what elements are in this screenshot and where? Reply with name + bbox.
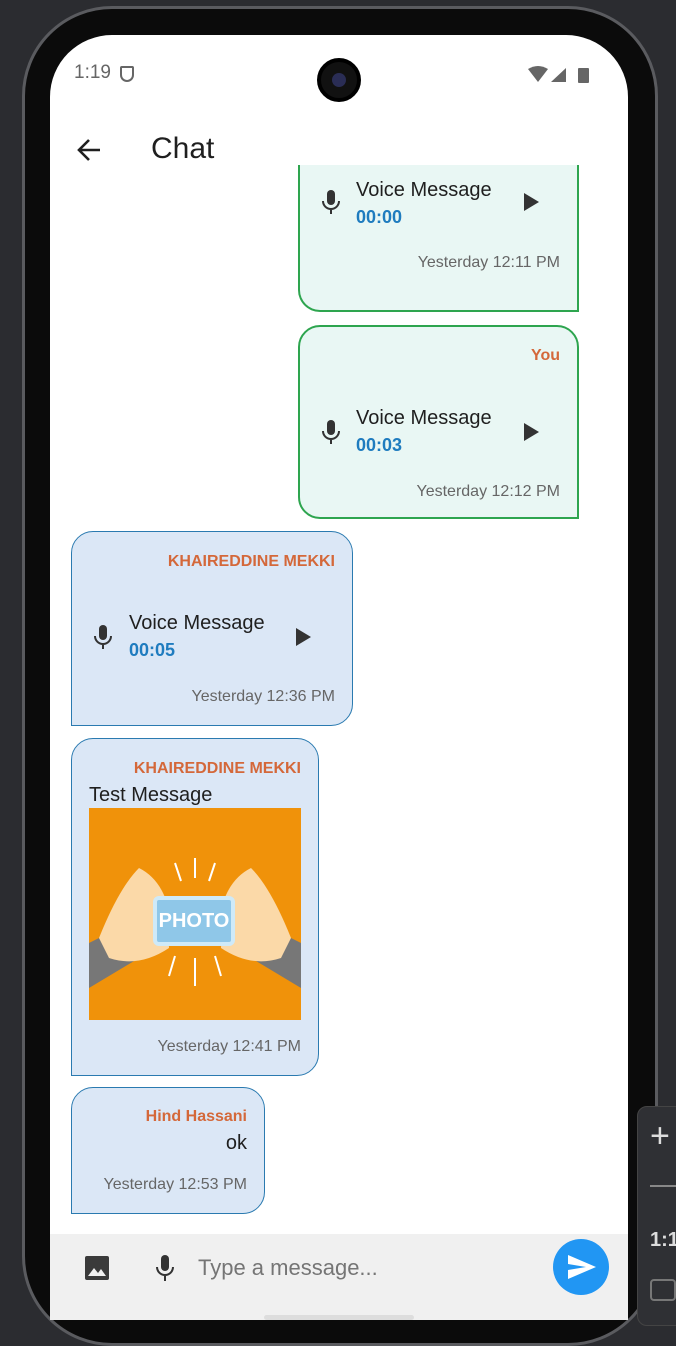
fit-screen-icon[interactable] [650, 1279, 676, 1301]
play-icon[interactable] [522, 192, 540, 212]
message-timestamp: Yesterday 12:41 PM [157, 1038, 302, 1055]
zoom-in-icon[interactable]: + [650, 1117, 670, 1155]
message-bubble: Voice Message 00:00 Yesterday 12:11 PM [298, 165, 579, 312]
signal-icon [551, 68, 566, 82]
message-bubble: KHAIREDDINE MEKKI Voice Message 00:05 Ye… [71, 531, 353, 726]
image-icon[interactable] [84, 1255, 110, 1281]
page-title: Chat [151, 132, 215, 165]
sender-name: Hind Hassani [145, 1108, 247, 1125]
shield-icon [120, 66, 134, 82]
message-image[interactable]: PHOTO [89, 808, 301, 1020]
app-screen: 1:19 Chat Voice Message 00:00 Yesterday … [50, 35, 628, 1320]
message-bubble: You Voice Message 00:03 Yesterday 12:12 … [298, 325, 579, 519]
microphone-icon[interactable] [154, 1254, 176, 1282]
zoom-out-icon[interactable] [650, 1185, 676, 1187]
send-button[interactable] [553, 1239, 609, 1295]
status-time: 1:19 [74, 62, 111, 83]
message-input[interactable] [198, 1252, 538, 1284]
emulator-toolbar: + 1:1 [637, 1106, 676, 1326]
play-icon[interactable] [294, 627, 312, 647]
message-timestamp: Yesterday 12:11 PM [417, 254, 560, 271]
send-icon [568, 1255, 596, 1279]
voice-duration: 00:05 [129, 640, 176, 660]
message-bubble: Hind Hassani ok Yesterday 12:53 PM [71, 1087, 265, 1214]
message-input-bar [50, 1234, 628, 1320]
zoom-actual-size-button[interactable]: 1:1 [650, 1229, 676, 1251]
sender-name: KHAIREDDINE MEKKI [133, 760, 301, 777]
voice-message-label: Voice Message [356, 179, 492, 201]
message-text: ok [225, 1132, 247, 1154]
photo-label: PHOTO [153, 896, 235, 946]
message-text: Test Message [89, 784, 213, 806]
voice-duration: 00:03 [356, 435, 403, 455]
message-timestamp: Yesterday 12:53 PM [103, 1176, 248, 1193]
microphone-icon [322, 190, 340, 214]
sender-name: You [530, 347, 560, 364]
message-timestamp: Yesterday 12:36 PM [191, 688, 336, 705]
message-timestamp: Yesterday 12:12 PM [416, 483, 561, 500]
microphone-icon [322, 420, 340, 444]
message-bubble: KHAIREDDINE MEKKI Test Message PHOTO Yes… [71, 738, 319, 1076]
photo-illustration [89, 858, 301, 988]
voice-duration: 00:00 [356, 207, 403, 227]
camera-cutout [317, 58, 361, 102]
status-icons [528, 66, 589, 83]
voice-message-label: Voice Message [356, 407, 492, 429]
sender-name: KHAIREDDINE MEKKI [167, 553, 335, 570]
back-arrow-icon[interactable] [76, 137, 102, 163]
microphone-icon [94, 625, 112, 649]
wifi-icon [528, 66, 548, 82]
home-indicator [264, 1315, 414, 1320]
voice-message-label: Voice Message [129, 612, 265, 634]
play-icon[interactable] [522, 422, 540, 442]
battery-icon [578, 68, 589, 83]
